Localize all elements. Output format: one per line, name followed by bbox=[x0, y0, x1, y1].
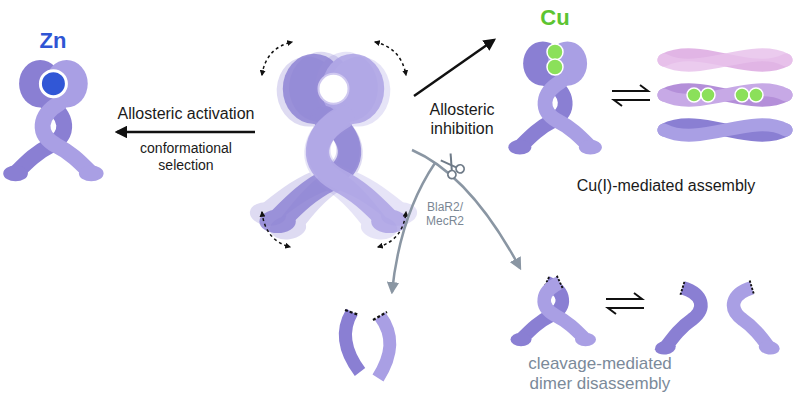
cleaved-subunit bbox=[544, 276, 596, 347]
cleaved-subunit bbox=[727, 279, 788, 356]
activation-arrow bbox=[117, 131, 255, 134]
zn-ion bbox=[40, 71, 66, 97]
cu-protein bbox=[508, 41, 601, 154]
monomer bbox=[727, 279, 788, 356]
monomer bbox=[646, 279, 707, 356]
cleavage-arrow bbox=[412, 150, 520, 268]
process-label: Allosteric activation bbox=[118, 104, 255, 123]
metal-label: Zn bbox=[40, 28, 67, 54]
assembly-layer bbox=[664, 90, 786, 100]
cu-ion bbox=[749, 88, 763, 102]
cu-ion bbox=[547, 59, 563, 75]
assembly bbox=[664, 55, 786, 135]
assembly-layer bbox=[664, 55, 786, 65]
cu-ion bbox=[547, 44, 563, 60]
cu-ion bbox=[735, 88, 749, 102]
state-label: Cu(I)-mediated assembly bbox=[577, 176, 756, 195]
fragment bbox=[378, 316, 390, 378]
half-arrow bbox=[614, 100, 650, 106]
scissors-blade bbox=[441, 155, 457, 172]
cleavage-mark bbox=[373, 312, 387, 320]
inhibition-arrow bbox=[414, 40, 494, 96]
conformer-ghost bbox=[249, 45, 418, 241]
process-label: Allosteric inhibition bbox=[416, 100, 508, 138]
metal-label: Cu bbox=[540, 5, 569, 31]
empty-site bbox=[319, 74, 349, 104]
half-arrow bbox=[612, 85, 648, 91]
assembly-layer bbox=[664, 125, 786, 135]
assembly-layer bbox=[664, 55, 786, 65]
half-arrow bbox=[606, 293, 642, 299]
motion-arrow bbox=[375, 42, 406, 75]
cleaved-subunit bbox=[646, 279, 707, 356]
mechanism-label: conformational selection bbox=[126, 140, 246, 174]
state-label: cleavage-mediated dimer disassembly bbox=[516, 354, 684, 395]
half-arrow bbox=[608, 308, 644, 314]
conformer-ghost bbox=[249, 45, 418, 241]
cu-ion bbox=[687, 88, 701, 102]
scissors-handle bbox=[455, 163, 466, 174]
assembly-layer bbox=[664, 125, 786, 135]
cleavage-mark bbox=[345, 310, 359, 315]
equilibrium-arrows bbox=[606, 293, 644, 314]
zn-protein bbox=[3, 60, 103, 181]
motion-arrow bbox=[262, 42, 292, 75]
protease-label: BlaR2/ MecR2 bbox=[422, 200, 468, 229]
scissors-icon bbox=[438, 152, 465, 180]
assembly-layer bbox=[664, 90, 786, 100]
cleaved-fragments bbox=[345, 310, 390, 378]
cleaved-dimer bbox=[511, 276, 597, 347]
cu-ion bbox=[701, 88, 715, 102]
motion-arrow bbox=[262, 212, 290, 247]
fragment bbox=[345, 312, 360, 372]
equilibrium-arrows bbox=[612, 85, 650, 106]
apo-protein bbox=[259, 54, 407, 233]
